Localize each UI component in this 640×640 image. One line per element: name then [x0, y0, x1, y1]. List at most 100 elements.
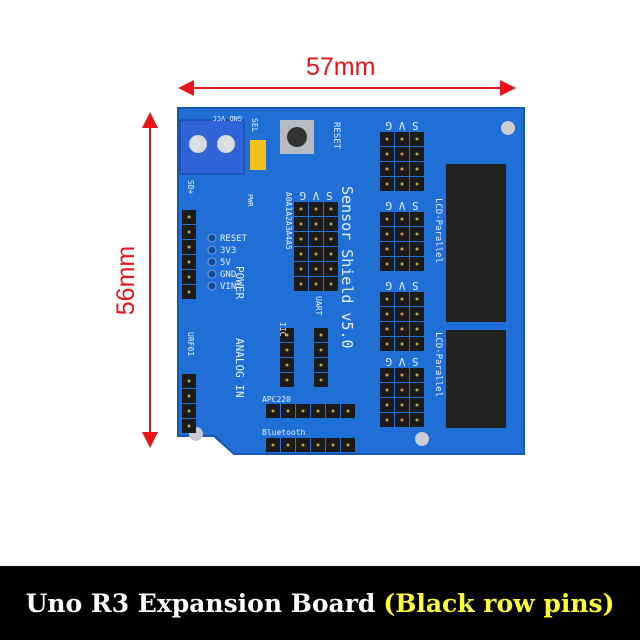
- pin-contact: [316, 409, 320, 413]
- pin-contact: [187, 260, 191, 264]
- pin-contact: [400, 232, 404, 236]
- pin-contact: [385, 182, 389, 186]
- pin-contact: [187, 290, 191, 294]
- pin-contact: [285, 363, 289, 367]
- pin-contact: [415, 247, 419, 251]
- pin-contact: [385, 137, 389, 141]
- lcd2-label: LCD-Parallel: [433, 332, 443, 397]
- pin-contact: [415, 327, 419, 331]
- pin-contact: [331, 409, 335, 413]
- pin-contact: [385, 388, 389, 392]
- pin-contact: [187, 245, 191, 249]
- power-pin-label: 3V3: [220, 246, 236, 256]
- pin-contact: [385, 262, 389, 266]
- lcd-connector-2: [446, 330, 506, 428]
- power-label: POWER: [233, 266, 246, 299]
- pin-contact: [329, 237, 333, 241]
- pin-contact: [187, 394, 191, 398]
- analog-in-label: ANALOG IN: [233, 338, 246, 398]
- pin-contact: [301, 409, 305, 413]
- pin-contact: [301, 443, 305, 447]
- pin-contact: [415, 403, 419, 407]
- pin-contact: [319, 333, 323, 337]
- svg-label-digital-3: S V G: [385, 279, 418, 292]
- pin-contact: [314, 207, 318, 211]
- power-pin: [207, 233, 217, 243]
- pin-contact: [329, 207, 333, 211]
- power-pin-label: GND: [220, 270, 236, 280]
- pin-contact: [299, 252, 303, 256]
- caption-main: Uno R3 Expansion Board: [25, 588, 376, 618]
- iic-label: IIC: [278, 322, 287, 337]
- pin-contact: [187, 230, 191, 234]
- mount-hole: [501, 121, 515, 135]
- pin-contact: [385, 297, 389, 301]
- uart-label: UART: [314, 296, 323, 315]
- pin-contact: [319, 378, 323, 382]
- pin-contact: [415, 262, 419, 266]
- svg-label-digital-4: S V G: [385, 355, 418, 368]
- power-pin: [207, 269, 217, 279]
- pin-contact: [187, 409, 191, 413]
- power-pin-label: 5V: [220, 258, 231, 268]
- pin-contact: [314, 222, 318, 226]
- pin-contact: [329, 267, 333, 271]
- pin-contact: [400, 418, 404, 422]
- pin-contact: [319, 348, 323, 352]
- pin-contact: [271, 443, 275, 447]
- board-title: Sensor Shield v5.0: [338, 186, 356, 349]
- pin-contact: [400, 297, 404, 301]
- pin-contact: [415, 418, 419, 422]
- pin-contact: [385, 247, 389, 251]
- pin-contact: [385, 403, 389, 407]
- pin-contact: [400, 262, 404, 266]
- pin-contact: [314, 252, 318, 256]
- pin-contact: [400, 152, 404, 156]
- pin-contact: [187, 275, 191, 279]
- pin-contact: [415, 217, 419, 221]
- pin-contact: [400, 373, 404, 377]
- pin-contact: [385, 232, 389, 236]
- pin-contact: [400, 342, 404, 346]
- pin-contact: [299, 267, 303, 271]
- pin-contact: [385, 152, 389, 156]
- pin-contact: [415, 388, 419, 392]
- pin-contact: [329, 282, 333, 286]
- pin-contact: [346, 443, 350, 447]
- pin-contact: [329, 252, 333, 256]
- pin-contact: [286, 409, 290, 413]
- svg-label-analog: S V G: [299, 189, 332, 202]
- power-pin: [207, 281, 217, 291]
- pin-contact: [285, 348, 289, 352]
- pin-contact: [415, 342, 419, 346]
- pin-contact: [415, 182, 419, 186]
- mount-hole: [415, 432, 429, 446]
- urf-label: URF01: [186, 332, 195, 356]
- sensor-shield-board: Sensor Shield v5.0 LCD-Parallel LCD-Para…: [177, 107, 525, 455]
- pin-contact: [400, 217, 404, 221]
- pin-contact: [331, 443, 335, 447]
- sd-label: SD+: [186, 180, 195, 195]
- pin-contact: [400, 247, 404, 251]
- pin-contact: [299, 207, 303, 211]
- pin-contact: [400, 312, 404, 316]
- pin-contact: [415, 297, 419, 301]
- bluetooth-label: Bluetooth: [262, 428, 306, 437]
- gnd-vcc-label: GND VCC: [212, 114, 242, 122]
- jumper: [250, 140, 266, 170]
- analog-pins-label: A0A1A2A3A4A5: [284, 192, 293, 250]
- sel-label: SEL: [250, 118, 259, 133]
- pin-contact: [385, 327, 389, 331]
- pin-contact: [187, 379, 191, 383]
- lcd1-label: LCD-Parallel: [433, 198, 443, 263]
- pin-contact: [346, 409, 350, 413]
- pin-contact: [400, 167, 404, 171]
- pin-contact: [285, 333, 289, 337]
- width-label: 57mm: [306, 53, 376, 81]
- svg-label-digital-2: S V G: [385, 199, 418, 212]
- pin-contact: [415, 152, 419, 156]
- pin-contact: [299, 222, 303, 226]
- power-pin: [207, 245, 217, 255]
- pin-contact: [400, 182, 404, 186]
- pin-contact: [316, 443, 320, 447]
